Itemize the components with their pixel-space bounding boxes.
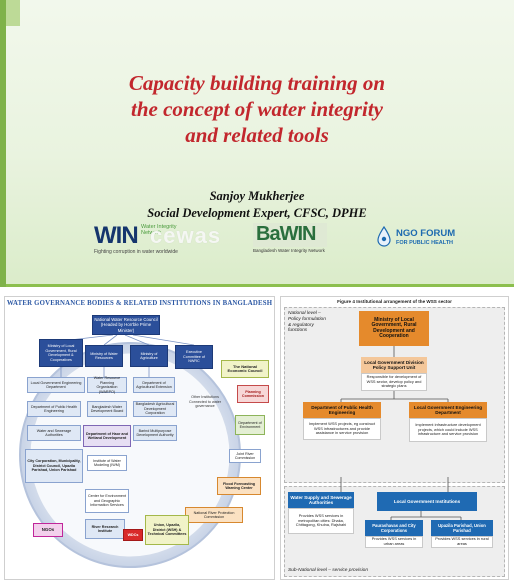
bwdb-box: Bangladesh Water Development Board (87, 401, 127, 417)
bawin-logo: BaWIN Bangladesh Water Integrity Network (253, 223, 335, 259)
paurashava-body: Provides WSS services in urban areas (365, 536, 423, 548)
lged-body: Implement infrastructure development pro… (409, 418, 487, 442)
win-logo: WIN Water Integrity Network Fighting cor… (94, 222, 178, 258)
ngo-forum-logo: NGO FORUM FOR PUBLIC HEALTH (376, 224, 486, 256)
water-drop-icon (377, 226, 391, 247)
ngo-forum-logo-name: NGO FORUM (396, 228, 456, 239)
dphe-body: Implement WSS projects, eg construct WSS… (303, 418, 381, 440)
upazila-union-head: Upazila Parishad, Union Parishad (431, 520, 493, 536)
win-logo-tagline: Fighting corruption in water worldwide (94, 249, 178, 255)
subnational-level-label: Sub-National level – service provision (288, 568, 368, 573)
cegis-box: Center for Environment and Geographic In… (85, 489, 129, 513)
bmda-box: Barind Multipurpose Development Authorit… (133, 425, 177, 441)
wasa-head: Water Supply and Sewerage Authorities (288, 492, 354, 508)
wdcs-box: WDCs (123, 529, 143, 541)
dae-box: Department of Agricultural Extension (133, 377, 175, 393)
warpo-box: Water Resource Planning Organization (WA… (87, 376, 127, 394)
lgd-policy-support-unit-body: Responsible for development of WSS secto… (361, 373, 427, 391)
national-level-label-line-3: & regulatory (288, 322, 314, 328)
river-protection-commission-box: National River Protection Commission (185, 507, 243, 523)
bawin-logo-box: BaWIN (253, 223, 327, 247)
joint-river-commission-box: Joint River Commission (229, 449, 261, 463)
upazila-union-body: Provides WSS services in rural areas (431, 536, 493, 548)
cewas-logo: cewas (150, 223, 230, 253)
paurashava-head: Paurashavas and City Corporations (365, 520, 423, 536)
slide-title-line-2: the concept of water integrity (131, 97, 383, 121)
lged-box: Local Government Engineering Department (27, 377, 85, 393)
haor-wetland-box: Department of Haor and Wetland Developme… (83, 425, 131, 447)
lgd-policy-support-unit-head: Local Government Division Policy Support… (361, 357, 427, 373)
slide-title-line-3: and related tools (185, 123, 329, 147)
slide-title-line-1: Capacity building training on (128, 71, 386, 95)
ministry-agriculture-box: Ministry of Agriculture (130, 345, 168, 367)
ngo-forum-logo-sub: FOR PUBLIC HEALTH (396, 240, 454, 246)
dphe-box: Department of Public Health Engineering (27, 401, 81, 417)
department-of-environment-box: Department of Environment (235, 415, 265, 435)
wss-institutional-arrangement-figure: Figure 4 Institutional arrangement of th… (280, 296, 509, 580)
badc-box: Bangladesh Agricultural Development Corp… (133, 401, 177, 417)
bawin-logo-name: BaWIN (256, 223, 316, 245)
flood-forecasting-box: Flood Forecasting Warning Center (217, 477, 261, 495)
slide-title: Capacity building training on the concep… (30, 70, 484, 148)
ngos-box: NGOs (33, 523, 63, 537)
bawin-logo-tagline: Bangladesh Water Integrity Network (253, 248, 325, 253)
win-logo-name: WIN (94, 222, 139, 249)
slide-accent-strip (0, 0, 6, 287)
other-institutions-label: Other Institutions Connected to water go… (189, 395, 221, 409)
national-level-label-line-1: National level – (288, 311, 321, 316)
national-economic-council-box: The National Economic Council (221, 360, 269, 378)
slide-corner-shape (6, 0, 20, 26)
lgi-head: Local Government Institutions (377, 492, 477, 511)
lged-head: Local Government Engineering Department (409, 402, 487, 418)
governance-diagram-title: WATER GOVERNANCE BODIES & RELATED INSTIT… (6, 300, 273, 307)
national-level-label-line-2: Policy formulation (288, 316, 326, 322)
cewas-logo-name: cewas (150, 223, 222, 248)
planning-commission-box: Planning Commission (237, 385, 269, 403)
wasa-box: Water and Sewerage Authorities (27, 425, 81, 441)
ministry-water-resources-box: Ministry of Water Resources (85, 345, 123, 367)
wss-connector-lines (340, 346, 462, 520)
union-upazila-district-committees-box: Union, Upazila, District (WSH) & Technic… (145, 515, 189, 545)
national-level-label-line-4: functions (288, 328, 308, 334)
river-research-institute-box: River Research Institute (85, 519, 125, 539)
presenter-name: Sanjoy Mukherjee (209, 189, 305, 203)
iwm-box: Institute of Water Modeling (IWM) (87, 455, 127, 471)
dphe-head: Department of Public Health Engineering (303, 402, 381, 418)
ministry-lgrd-box: Ministry of Local Government, Rural Deve… (39, 339, 83, 367)
title-slide: Capacity building training on the concep… (0, 0, 514, 287)
presenter-role: Social Development Expert, CFSC, DPHE (147, 206, 367, 220)
win-logo-sub: Water Integrity Network (141, 224, 177, 236)
ministry-lgrd-coop-box: Ministry of Local Government, Rural Deve… (359, 311, 429, 346)
national-water-resource-council: National Water Resource Council (Headed … (92, 315, 160, 335)
national-level-label: National level – Policy formulation & re… (288, 311, 326, 334)
executive-committee-nwrc-box: Executive Committee of NWRC (175, 345, 213, 369)
water-governance-diagram: WATER GOVERNANCE BODIES & RELATED INSTIT… (4, 296, 275, 580)
wss-figure-title: Figure 4 Institutional arrangement of th… (337, 299, 452, 304)
wasa-body: Provides WSS services in metropolitan ci… (288, 508, 354, 534)
local-government-institutions-box: City Corporation, Municipality, District… (25, 449, 83, 483)
